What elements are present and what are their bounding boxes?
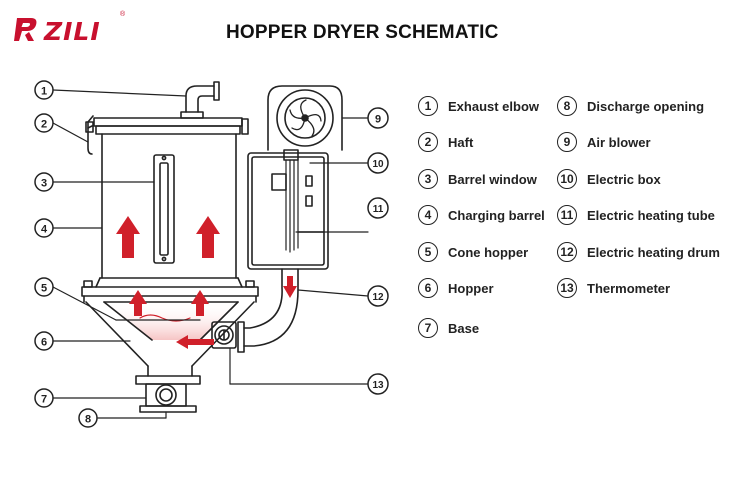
brand-logo-icon [14,18,37,41]
brand-logo-text: ZILI [44,17,101,46]
legend-label: Electric heating tube [587,207,715,223]
thermometer [211,321,237,349]
registered-mark: ® [120,11,126,18]
legend-number: 3 [418,169,438,189]
callout-12: 12 [367,285,389,307]
legend-label: Discharge opening [587,98,705,114]
svg-text:3: 3 [41,178,47,190]
legend-item-barrel-window: 3 Barrel window [418,166,537,192]
legend-item-hopper: 6 Hopper [418,275,494,301]
callout-4: 4 [34,218,54,238]
legend-item-cone-hopper: 5 Cone hopper [418,239,528,265]
barrel-window [153,154,175,264]
svg-text:2: 2 [41,119,47,131]
legend-label: Charging barrel [448,207,545,223]
callout-7: 7 [34,388,54,408]
legend-item-charging-barrel: 4 Charging barrel [418,202,545,228]
legend-number: 1 [418,96,438,116]
callout-11: 11 [367,197,389,219]
legend-label: Air blower [587,134,651,150]
haft [85,115,94,155]
legend-number: 7 [418,318,438,338]
hopper [85,301,255,377]
legend-item-electric-box: 10 Electric box [557,166,661,192]
svg-text:11: 11 [373,204,384,215]
callout-10: 10 [367,152,389,174]
exhaust-elbow [180,81,220,119]
air-blower [267,85,343,151]
electric-box [247,152,329,270]
airflow-arrows [116,216,297,349]
legend-label: Electric box [587,171,661,187]
legend-item-electric-heating-tube: 11 Electric heating tube [557,202,715,228]
cone-hopper [103,301,239,341]
svg-text:8: 8 [85,414,91,426]
legend-label: Barrel window [448,171,537,187]
barrel-lid [93,117,249,135]
callout-3: 3 [34,172,54,192]
electric-heating-drum [237,268,299,353]
page-title: HOPPER DRYER SCHEMATIC [226,22,499,43]
hopper-flange [81,277,259,303]
svg-text:4: 4 [41,224,48,236]
electric-heating-tube [271,149,325,253]
charging-barrel [99,133,239,279]
legend-number: 8 [557,96,577,116]
legend-item-discharge-opening: 8 Discharge opening [557,93,704,119]
legend-number: 5 [418,242,438,262]
svg-text:10: 10 [372,159,384,170]
legend-number: 10 [557,169,577,189]
legend-item-exhaust-elbow: 1 Exhaust elbow [418,93,539,119]
svg-text:9: 9 [375,114,381,126]
svg-text:1: 1 [41,86,47,98]
legend-label: Hopper [448,280,494,296]
legend-item-electric-heating-drum: 12 Electric heating drum [557,239,720,265]
legend-number: 6 [418,278,438,298]
callout-5: 5 [34,277,54,297]
legend-label: Cone hopper [448,244,529,260]
base [135,375,201,413]
legend-number: 4 [418,205,438,225]
svg-text:6: 6 [41,337,47,349]
legend-label: Exhaust elbow [448,98,540,114]
legend-label: Base [448,320,480,336]
callout-1: 1 [34,80,54,100]
legend-item-base: 7 Base [418,315,479,341]
legend-item-thermometer: 13 Thermometer [557,275,670,301]
diagram-callouts: 1 2 3 4 5 6 7 8 9 10 11 12 13 [34,80,389,428]
callout-9: 9 [367,107,389,129]
callout-2: 2 [34,113,54,133]
legend-item-haft: 2 Haft [418,129,473,155]
legend-number: 12 [557,242,577,262]
svg-text:12: 12 [372,292,384,303]
svg-text:7: 7 [41,394,47,406]
legend-label: Thermometer [587,280,671,296]
legend-label: Electric heating drum [587,244,720,260]
legend-number: 11 [557,205,577,225]
svg-text:5: 5 [41,283,47,295]
legend-number: 9 [557,132,577,152]
svg-text:13: 13 [372,380,384,391]
legend-item-air-blower: 9 Air blower [557,129,651,155]
legend-label: Haft [448,134,474,150]
legend-number: 2 [418,132,438,152]
leader-lines [52,89,369,419]
callout-8: 8 [78,408,98,428]
callout-13: 13 [367,373,389,395]
callout-6: 6 [34,331,54,351]
legend-number: 13 [557,278,577,298]
